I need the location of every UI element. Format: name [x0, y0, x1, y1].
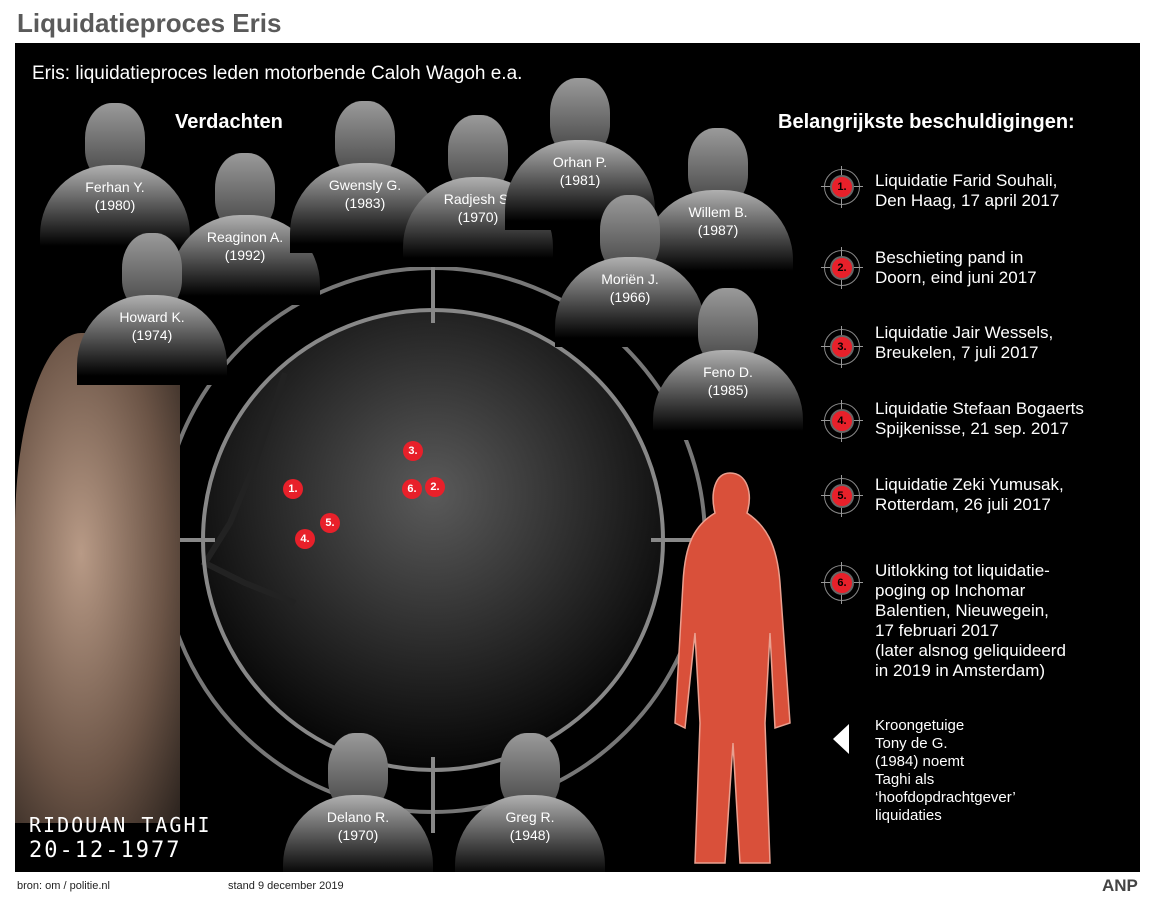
subtitle: Eris: liquidatieproces leden motorbende …	[32, 63, 523, 84]
suspect: Delano R.(1970)	[283, 733, 433, 872]
target-icon: 5.	[821, 475, 863, 517]
target-icon: 6.	[821, 562, 863, 604]
coastline	[200, 372, 297, 606]
witness-silhouette	[674, 472, 791, 864]
suspect: Ferhan Y.(1980)	[40, 103, 190, 255]
suspect: Feno D.(1985)	[653, 288, 803, 440]
map-marker-5: 5.	[320, 513, 340, 533]
suspect: Howard K.(1974)	[77, 233, 227, 385]
date-stamp: stand 9 december 2019	[228, 880, 344, 892]
main-suspect-name: RIDOUAN TAGHI	[29, 813, 212, 837]
map-marker-1: 1.	[283, 479, 303, 499]
infographic-panel: Eris: liquidatieproces leden motorbende …	[15, 43, 1140, 872]
suspects-heading: Verdachten	[175, 111, 283, 133]
map-marker-3: 3.	[403, 441, 423, 461]
accusation-1: Liquidatie Farid Souhali,Den Haag, 17 ap…	[875, 171, 1060, 210]
target-icon: 1.	[821, 166, 863, 208]
accusation-6: Uitlokking tot liquidatie-poging op Inch…	[875, 561, 1066, 680]
map-marker-2: 2.	[425, 477, 445, 497]
accusations-heading: Belangrijkste beschuldigingen:	[778, 111, 1075, 133]
target-icon: 2.	[821, 247, 863, 289]
map-marker-6: 6.	[402, 479, 422, 499]
suspect: Moriën J.(1966)	[555, 195, 705, 347]
accusation-3: Liquidatie Jair Wessels,Breukelen, 7 jul…	[875, 323, 1054, 362]
taghi-portrait	[15, 333, 180, 823]
pointer-arrow-icon	[833, 724, 849, 754]
map-marker-4: 4.	[295, 529, 315, 549]
map-disc	[203, 310, 663, 770]
anp-logo: ANP	[1102, 876, 1138, 895]
page-title: Liquidatieproces Eris	[17, 8, 282, 38]
suspect: Greg R.(1948)	[455, 733, 605, 872]
accusation-5: Liquidatie Zeki Yumusak,Rotterdam, 26 ju…	[875, 475, 1064, 514]
target-icon: 4.	[821, 400, 863, 442]
target-icon: 3.	[821, 326, 863, 368]
source-credit: bron: om / politie.nl	[17, 880, 110, 892]
main-suspect-dob: 20-12-1977	[29, 838, 182, 863]
